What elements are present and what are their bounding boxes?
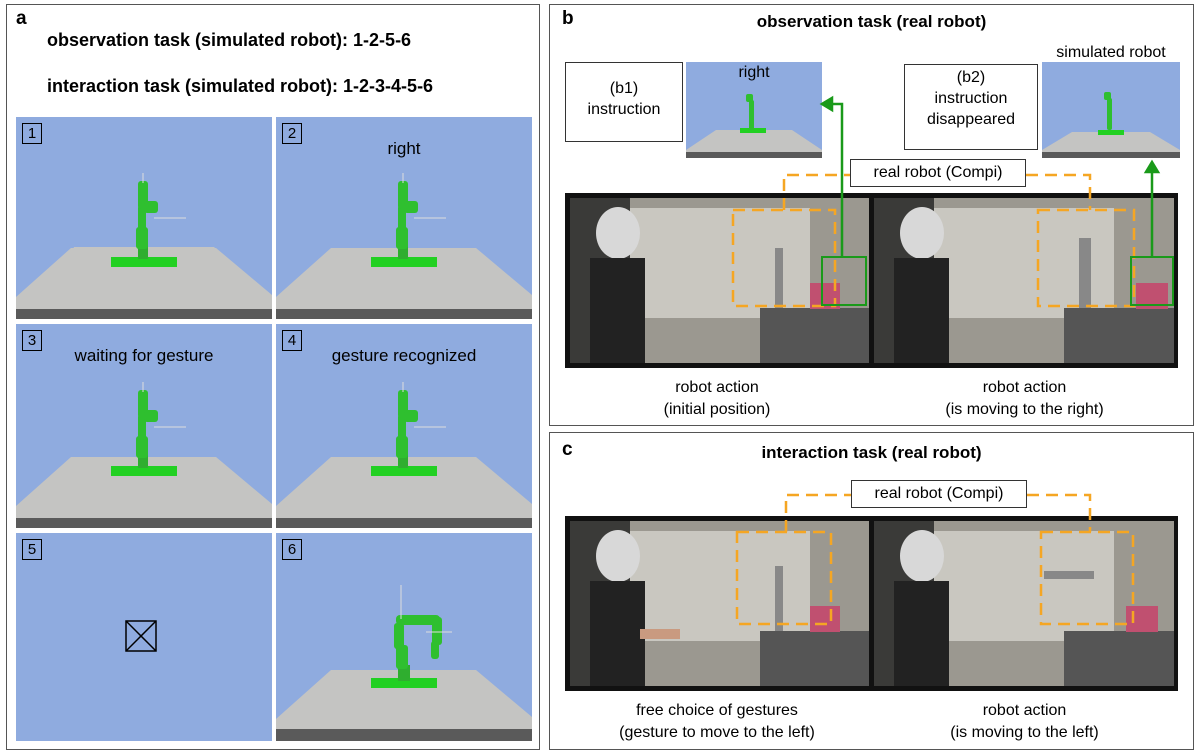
c-caption-right-line2: (is moving to the left) (950, 724, 1099, 741)
b2-text-2: disappeared (926, 111, 1016, 128)
b-photo-initial (570, 198, 869, 363)
panel-b-title: observation task (real robot) (756, 12, 987, 31)
panel-c-title: interaction task (real robot) (761, 443, 982, 462)
b1-sim-caption: right (738, 64, 770, 81)
sim-tile-4: 4 gesture recognized (276, 324, 532, 528)
robot-scene-illustration (16, 173, 272, 319)
panel-c-letter: c (562, 439, 573, 460)
panel-b-frame (549, 4, 1194, 426)
b-real-robot-label: real robot (Compi) (850, 159, 1026, 187)
b2-text-1: instruction (934, 90, 1008, 107)
c-caption-right: robot action (is moving to the left) (872, 700, 1177, 744)
b-caption-left-line1: robot action (675, 379, 759, 396)
observation-sim-title: observation task (simulated robot): 1-2-… (47, 30, 412, 50)
sim-tile-3: 3 waiting for gesture (16, 324, 272, 528)
lab-scene-illustration (874, 198, 1174, 363)
tile-caption: right (387, 139, 421, 158)
c-caption-left: free choice of gestures (gesture to move… (567, 700, 867, 744)
b-photo-strip (565, 193, 1178, 368)
fixation-cross-icon (125, 620, 157, 652)
lab-scene-illustration (570, 198, 869, 363)
robot-scene-illustration (276, 585, 532, 741)
b1-label: (b1) (609, 80, 639, 97)
robot-scene-illustration (1042, 92, 1180, 158)
panel-a-letter: a (16, 8, 27, 29)
c-caption-left-line2: (gesture to move to the left) (619, 724, 815, 741)
b-caption-right-line2: (is moving to the right) (945, 401, 1104, 418)
c-photo-strip (565, 516, 1178, 691)
tile-number: 3 (22, 330, 42, 351)
robot-scene-illustration (16, 382, 272, 528)
panel-b-letter: b (562, 8, 574, 29)
b1-sim-screen: right (686, 62, 822, 158)
c-photo-gesture (570, 521, 869, 686)
b-caption-right: robot action (is moving to the right) (872, 377, 1177, 421)
b2-instruction-box: (b2) instruction disappeared (904, 64, 1038, 150)
b-photo-moving-right (874, 198, 1174, 363)
panel-c-frame (549, 432, 1194, 750)
robot-scene-illustration (686, 94, 822, 158)
sim-tile-1: 1 (16, 117, 272, 319)
b-caption-left: robot action (initial position) (567, 377, 867, 421)
b-caption-left-line2: (initial position) (663, 401, 771, 418)
tile-number: 5 (22, 539, 42, 560)
c-caption-right-line1: robot action (982, 702, 1067, 719)
c-caption-left-line1: free choice of gestures (636, 702, 798, 719)
b2-sim-screen (1042, 62, 1180, 158)
tile-number: 6 (282, 539, 302, 560)
interaction-sim-title: interaction task (simulated robot): 1-2-… (47, 76, 434, 96)
b1-text: instruction (587, 101, 661, 118)
tile-caption: waiting for gesture (74, 346, 214, 365)
robot-scene-illustration (276, 382, 532, 528)
robot-scene-illustration (276, 173, 532, 319)
b2-label: (b2) (956, 69, 986, 86)
b2-sim-caption: simulated robot (1056, 44, 1166, 61)
panel-a-frame (6, 4, 540, 750)
tile-number: 2 (282, 123, 302, 144)
lab-scene-illustration (874, 521, 1174, 686)
tile-number: 1 (22, 123, 42, 144)
b-caption-right-line1: robot action (982, 379, 1067, 396)
tile-number: 4 (282, 330, 302, 351)
tile-caption: gesture recognized (331, 346, 477, 365)
c-real-robot-label: real robot (Compi) (851, 480, 1027, 508)
b1-instruction-box: (b1) instruction (565, 62, 683, 142)
sim-tile-6: 6 (276, 533, 532, 741)
sim-tile-5: 5 (16, 533, 272, 741)
lab-scene-illustration (570, 521, 869, 686)
c-photo-moving-left (874, 521, 1174, 686)
sim-tile-2: 2 right (276, 117, 532, 319)
